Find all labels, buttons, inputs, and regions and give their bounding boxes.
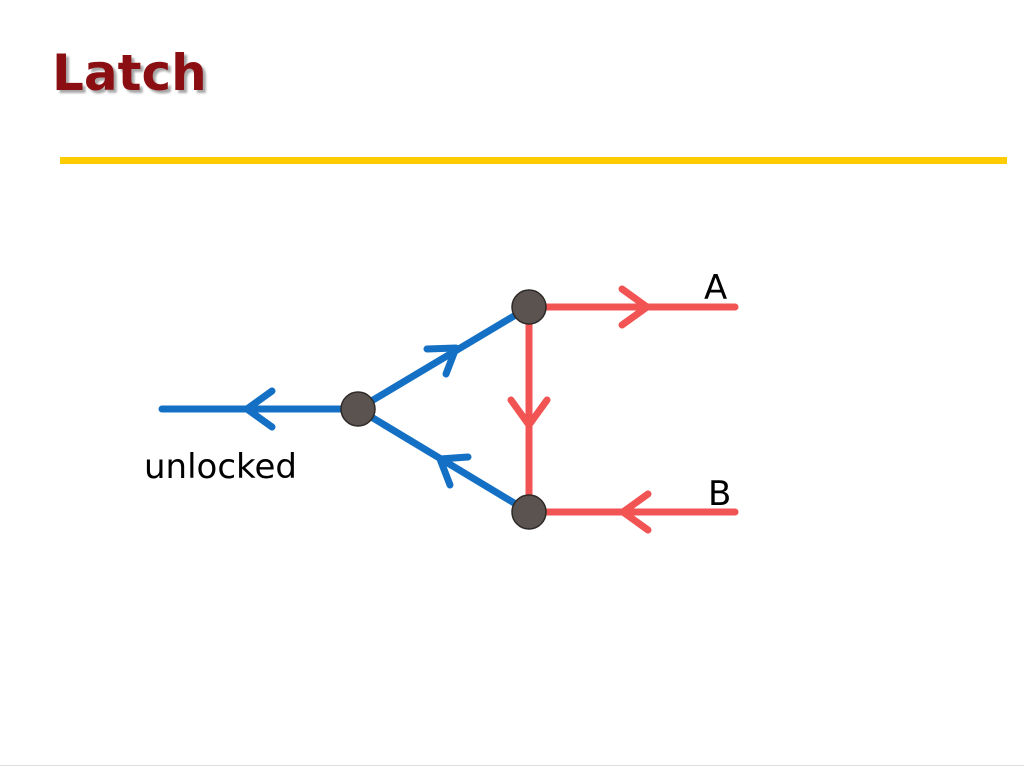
node-bottom <box>511 494 547 530</box>
arrowhead-a-right <box>618 285 651 329</box>
label-a: A <box>704 268 727 308</box>
node-top <box>511 289 547 325</box>
title-underline <box>60 157 1007 164</box>
node-left <box>340 391 376 427</box>
slide-title: Latch <box>52 44 207 102</box>
label-unlocked: unlocked <box>144 447 297 487</box>
edge-upper-blue <box>354 303 533 413</box>
arrowhead-upper-blue <box>423 344 460 378</box>
footer-divider <box>0 765 1024 766</box>
label-b: B <box>708 474 731 514</box>
arrowhead-vertical-down <box>507 396 551 429</box>
arrowhead-unlocked-left <box>243 387 276 431</box>
arrowhead-lower-blue <box>436 453 472 489</box>
arrowhead-b-left <box>619 490 652 534</box>
